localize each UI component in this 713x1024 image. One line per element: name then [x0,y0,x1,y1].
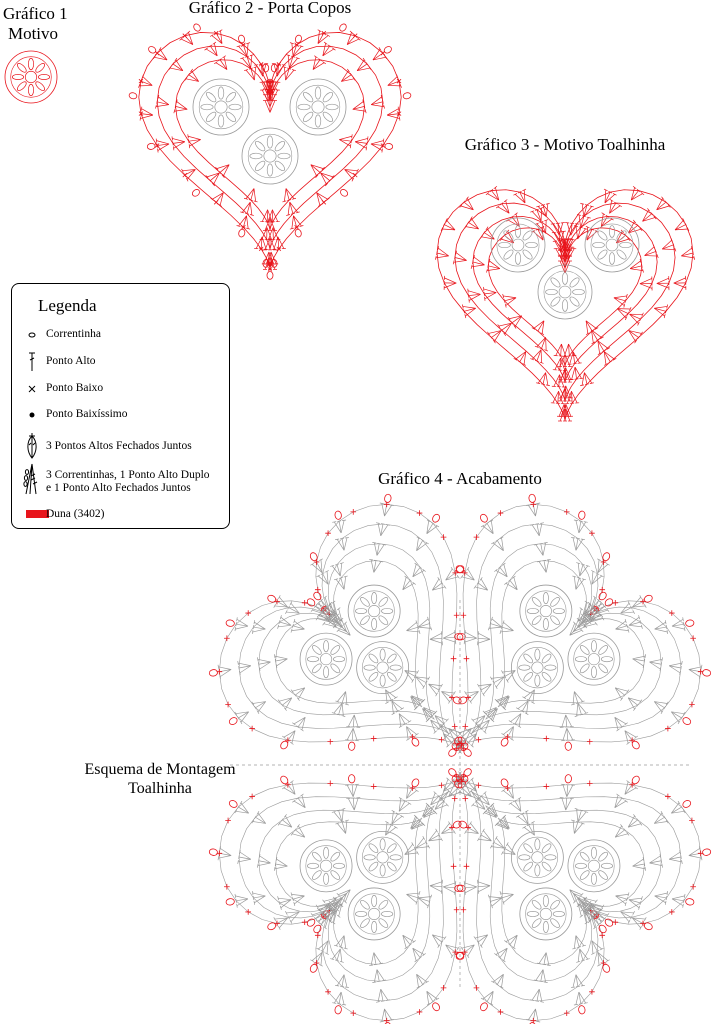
legend-item-color: Duna (3402) [12,505,230,527]
slip-stitch-icon [29,412,35,418]
legend-label-slip-stitch: Ponto Baixíssimo [46,408,128,420]
legend-item-chain: Correntinha [12,324,230,346]
chain-stitch-icon [28,332,36,338]
legend-label-color: Duna (3402) [46,508,105,520]
chart1-title-line2: Motivo [7,24,59,44]
chart4-finishing-diagram [208,493,712,1024]
cluster-3dc-icon [27,433,37,459]
legend-label-double-crochet: Ponto Alto [46,355,96,367]
chart4-title: Gráfico 4 - Acabamento [378,469,542,488]
assembly-label-line1: Esquema de Montagem [84,761,236,778]
chart1-motif-diagram [4,50,58,104]
assembly-label-line2: Toalhinha [128,780,192,798]
legend-label-single-crochet: Ponto Baixo [46,382,104,394]
assembly-label: Esquema de Montagem Toalhinha [80,760,240,798]
chart3-doily-motif-diagram [434,185,696,422]
legend-item-slip-stitch: Ponto Baixíssimo [12,404,230,426]
legend-label-cluster: 3 Pontos Altos Fechados Juntos [46,440,192,452]
legend-box: Legenda Correntinha Ponto Alto Ponto Bai… [11,283,230,529]
color-swatch-icon [26,510,49,518]
chart4-heart-3 [208,768,472,1024]
legend-label-chain-treble-cluster-line1: 3 Correntinhas, 1 Ponto Alto Duplo [46,469,210,481]
legend-label-chain: Correntinha [46,328,101,340]
chart4-heart-4 [448,768,712,1024]
legend-item-single-crochet: Ponto Baixo [12,378,230,400]
legend-label-chain-treble-cluster-line2: e 1 Ponto Alto Fechados Juntos [46,482,191,494]
chart1-title-line1: Gráfico 1 [3,4,68,23]
legend-item-double-crochet: Ponto Alto [12,351,230,373]
chart4-heart-2 [448,493,712,757]
chart1-title: Gráfico 1 Motivo [3,4,68,45]
double-crochet-icon [29,352,35,371]
chart2-title: Gráfico 2 - Porta Copos [188,0,352,17]
single-crochet-icon [28,385,36,393]
chart3-title: Gráfico 3 - Motivo Toalhinha [464,135,666,154]
chart4-heart-1 [208,493,472,757]
chain-treble-cluster-icon [23,463,38,495]
legend-item-cluster: 3 Pontos Altos Fechados Juntos [12,432,230,460]
legend-title: Legenda [38,296,97,315]
chart2-coaster-diagram [128,23,412,280]
